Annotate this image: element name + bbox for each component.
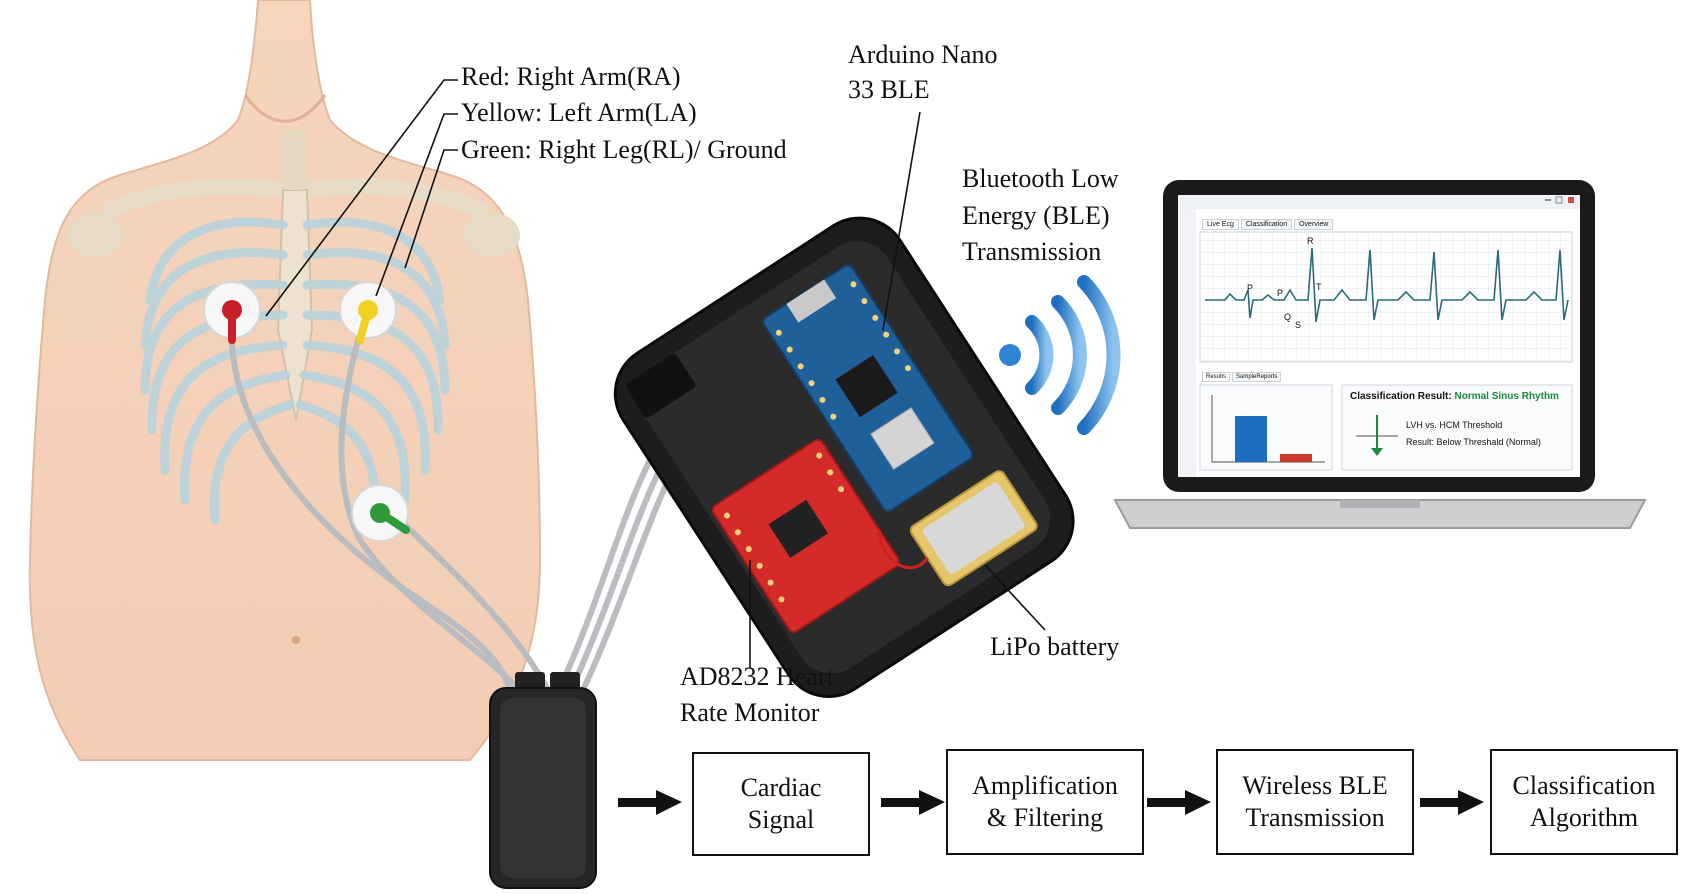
laptop-tab-live-ecg[interactable]: Live Ecg	[1202, 219, 1239, 230]
right-shoulder-joint	[464, 213, 520, 257]
laptop-tab-overview[interactable]: Overview	[1294, 219, 1334, 230]
label-ble-line3: Transmission	[962, 237, 1102, 266]
lead-red-wire	[228, 315, 513, 693]
ecg-peak-t: T	[1316, 282, 1322, 292]
arrow-4	[1420, 790, 1484, 815]
leader-lines	[265, 79, 1046, 668]
ecg-panel	[1199, 231, 1573, 363]
right-clavicle	[292, 178, 488, 218]
pipeline-box-line1: Classification	[1512, 771, 1656, 800]
ecg-peak-s: S	[1295, 320, 1302, 330]
leader-yellow	[375, 113, 458, 297]
lead-yellow-wire	[338, 315, 523, 693]
ecg-peak-p2: P	[1277, 288, 1284, 298]
label-arduino-line2: 33 BLE	[848, 75, 930, 104]
ecg-peak-r: R	[1307, 236, 1314, 246]
classification-value: Normal Sinus Rhythm	[1454, 391, 1559, 402]
arrow-2	[881, 790, 945, 815]
ble-signal-icon	[999, 275, 1121, 435]
navel	[292, 636, 300, 644]
lead-connector-hub	[489, 672, 597, 889]
pipeline-box-wireless-ble: Wireless BLE Transmission	[1216, 749, 1414, 855]
ecg-peak-q: Q	[1284, 312, 1292, 322]
classification-panel	[1341, 384, 1573, 471]
pipeline-box-line1: Amplification	[972, 771, 1118, 800]
classification-result-line: Classification Result: Normal Sinus Rhyt…	[1350, 391, 1559, 402]
ribs-right	[295, 217, 450, 525]
laptop-tab-bar: Live Ecg Classification Overview	[1202, 219, 1334, 230]
arrow-3	[1147, 790, 1211, 815]
electrode-yellow	[339, 281, 397, 344]
left-shoulder-joint	[67, 213, 123, 257]
left-clavicle	[102, 178, 298, 218]
label-lipo-battery: LiPo battery	[990, 632, 1120, 661]
label-electrode-yellow: Yellow: Left Arm(LA)	[461, 98, 697, 127]
results-bar-2	[1280, 454, 1312, 462]
label-ble-line1: Bluetooth Low	[962, 164, 1119, 193]
pipeline-box-line2: & Filtering	[986, 803, 1104, 832]
label-ad8232-line2: Rate Monitor	[680, 698, 820, 727]
pipeline-box-line2: Signal	[747, 805, 815, 834]
pipeline-box-line1: Cardiac	[740, 773, 822, 802]
arrow-1	[618, 790, 682, 815]
pipeline-arrows	[618, 790, 1484, 815]
threshold-label: LVH vs. HCM Threshold	[1406, 420, 1503, 430]
torso-illustration	[28, 0, 542, 761]
classification-prefix: Classification Result:	[1350, 391, 1452, 402]
leader-lipo	[984, 564, 1046, 631]
pipeline-box-classification: Classification Algorithm	[1490, 749, 1678, 855]
pipeline-box-amplification: Amplification & Filtering	[946, 749, 1144, 855]
laptop-tab-classification[interactable]: Classification	[1240, 219, 1293, 230]
label-ad8232-line1: AD8232 Heart	[680, 662, 834, 691]
pipeline-box-cardiac-signal: Cardiac Signal	[692, 752, 870, 856]
label-electrode-green: Green: Right Leg(RL)/ Ground	[461, 135, 787, 164]
threshold-result: Result: Below Threshald (Normal)	[1406, 437, 1541, 447]
leader-arduino	[882, 111, 921, 331]
device-enclosure	[613, 216, 1075, 698]
label-ble-line2: Energy (BLE)	[962, 201, 1110, 230]
results-bar-1	[1235, 416, 1267, 462]
leader-green	[404, 149, 458, 269]
ecg-trace	[1205, 247, 1569, 323]
laptop-tab-results[interactable]: Results	[1202, 372, 1231, 382]
laptop	[1113, 180, 1647, 529]
electrode-green	[351, 484, 410, 542]
cervical-spine	[282, 130, 308, 190]
label-electrode-red: Red: Right Arm(RA)	[461, 62, 681, 91]
pipeline-box-line2: Transmission	[1245, 803, 1385, 832]
lead-green-wire	[392, 512, 551, 693]
neck-shadow	[243, 94, 327, 123]
electrode-red	[203, 281, 261, 344]
ecg-peak-p1: P	[1247, 283, 1254, 293]
laptop-bottom-tab-bar: Results SampleReports	[1202, 372, 1282, 382]
label-arduino-line1: Arduino Nano	[848, 40, 998, 69]
pipeline-box-line1: Wireless BLE	[1242, 771, 1388, 800]
laptop-tab-sample-reports[interactable]: SampleReports	[1232, 372, 1282, 382]
pipeline-box-line2: Algorithm	[1529, 803, 1639, 832]
leader-red	[265, 79, 458, 317]
